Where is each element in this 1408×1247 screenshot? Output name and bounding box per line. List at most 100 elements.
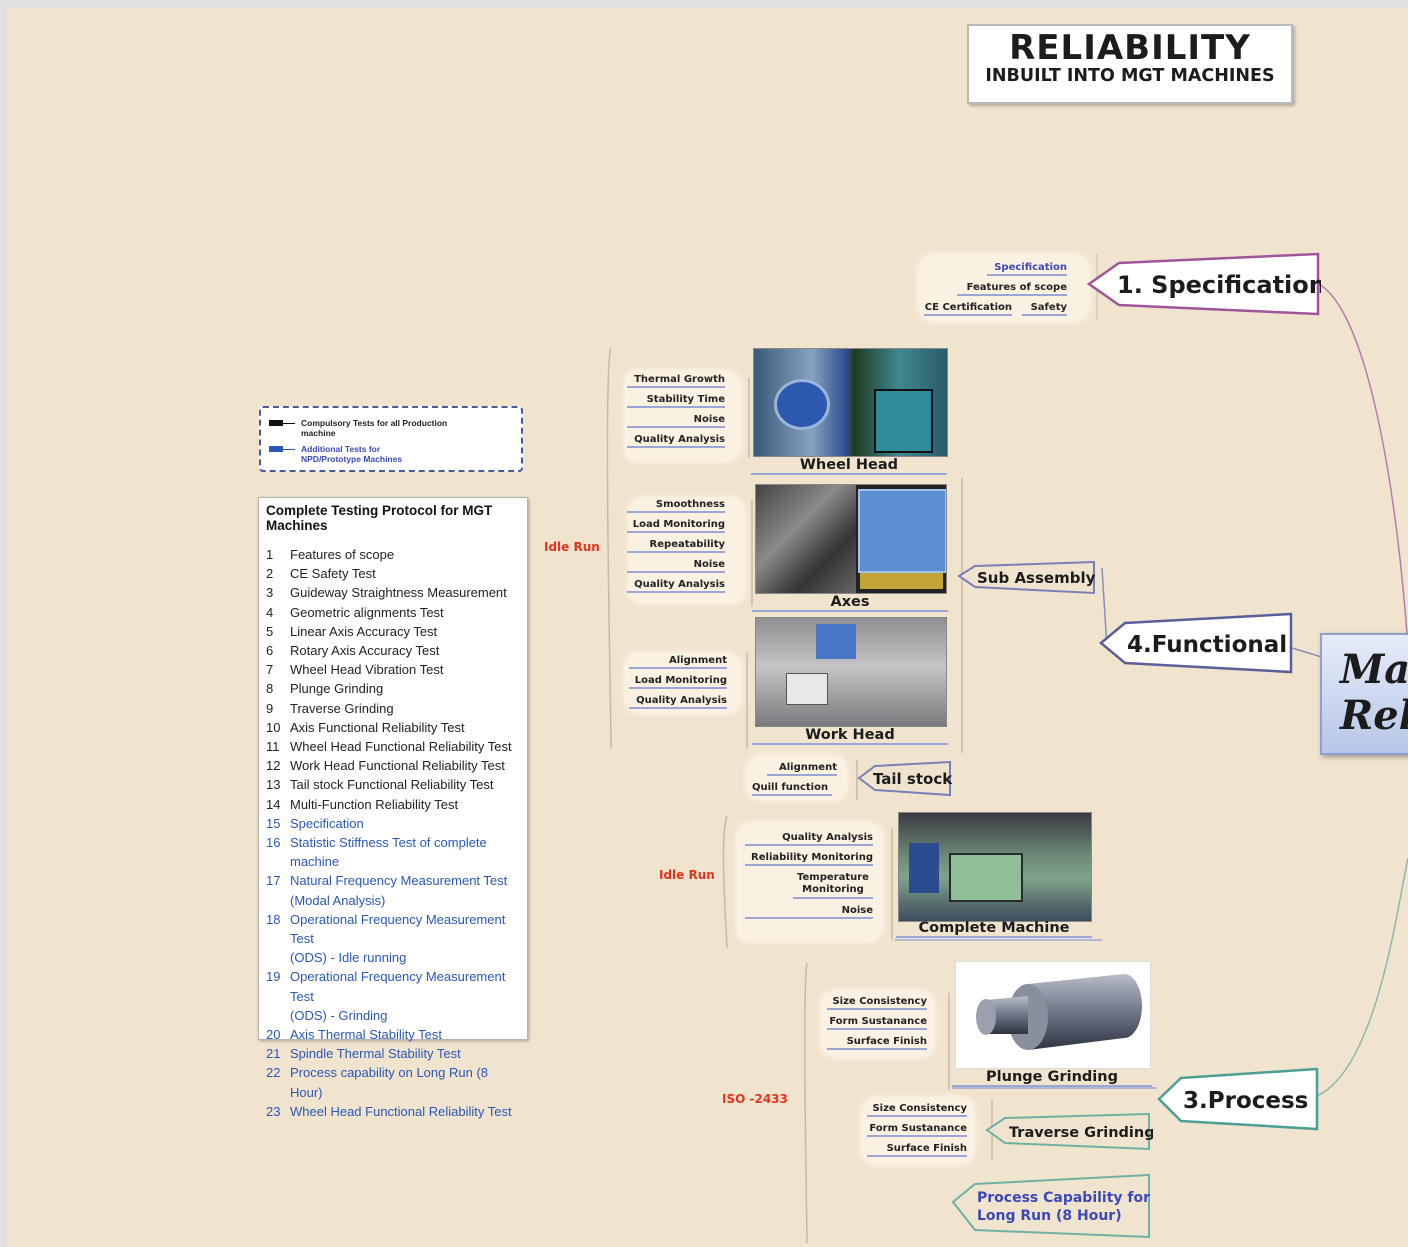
protocol-item-text: Features of scope	[290, 547, 395, 562]
protocol-item-number: 1	[266, 547, 274, 562]
center-node: Ma Rel	[1320, 633, 1408, 755]
work-head-leaf: Quality Analysis	[629, 695, 727, 709]
long-run-text-2: Long Run (8 Hour)	[977, 1208, 1122, 1224]
protocol-item-number: 8	[266, 681, 274, 697]
axes-photo	[755, 484, 947, 594]
protocol-item: 8 Plunge Grinding	[266, 679, 524, 698]
plunge-leaf: Form Sustanance	[827, 1016, 927, 1030]
leaf-quill-function: Quill function	[752, 782, 832, 796]
protocol-item: 21 Spindle Thermal Stability Test	[266, 1044, 524, 1063]
legend-compulsory: Compulsory Tests for all Production mach…	[269, 418, 481, 438]
axes-leaf: Smoothness	[627, 499, 725, 513]
protocol-item-text: Plunge Grinding	[290, 681, 384, 697]
protocol-item-text: (ODS) - Idle running	[290, 950, 407, 966]
protocol-item-text: Tail stock Functional Reliability Test	[290, 777, 494, 793]
sub-assembly-node: Sub Assembly	[957, 560, 1096, 595]
protocol-item-text: Process capability on Long Run (8 Hour)	[290, 1065, 489, 1100]
axes-leaf-cloud	[629, 498, 744, 603]
protocol-item-text: Operational Frequency Measurement Test	[290, 969, 506, 1004]
protocol-item-text: Natural Frequency Measurement Test	[290, 873, 508, 889]
wheel-head-leaf: Noise	[627, 414, 725, 428]
black-arrow-icon	[269, 419, 297, 427]
work-head-leaf-cloud	[625, 653, 740, 713]
traverse-leaf-cloud	[862, 1098, 974, 1164]
plunge-leaf-cloud	[822, 991, 934, 1057]
leaf-features-of-scope: Features of scope	[957, 282, 1067, 296]
work-head-label: Work Head	[752, 727, 948, 745]
iso-label: ISO -2433	[722, 1092, 788, 1106]
functional-node-text: 4.Functional	[1127, 632, 1287, 658]
work-head-photo	[755, 617, 947, 727]
long-run-text-1: Process Capability for	[977, 1190, 1150, 1206]
protocol-item-number: 14	[266, 796, 281, 812]
title-main: RELIABILITY	[1009, 28, 1251, 68]
protocol-item-number: 2	[266, 566, 274, 582]
protocol-item-number: 17	[266, 873, 281, 889]
protocol-item-number: 4	[266, 604, 274, 620]
leaf-specification: Specification	[987, 262, 1067, 276]
axes-leaf: Quality Analysis	[627, 579, 725, 593]
blue-arrow-icon	[269, 445, 297, 453]
wheel-head-leaf: Quality Analysis	[627, 434, 725, 448]
specification-node-text: 1. Specification	[1117, 271, 1321, 299]
protocol-item-text: Wheel Head Vibration Test	[290, 662, 444, 678]
protocol-item-text: Work Head Functional Reliability Test	[290, 758, 505, 774]
protocol-item-text: Traverse Grinding	[290, 700, 394, 716]
plunge-leaf: Size Consistency	[827, 996, 927, 1010]
protocol-item: 14 Multi-Function Reliability Test	[266, 795, 524, 814]
complete-machine-leaf: Temperature Monitoring	[793, 872, 873, 899]
protocol-item: 20 Axis Thermal Stability Test	[266, 1025, 524, 1044]
center-node-text: Ma Rel	[1340, 646, 1408, 739]
protocol-item-number: 5	[266, 623, 274, 639]
protocol-item-number: 21	[266, 1046, 281, 1062]
protocol-item-text: Geometric alignments Test	[290, 604, 444, 620]
shaft-image	[976, 974, 1142, 1050]
idle-run-label-2: Idle Run	[659, 868, 715, 882]
plunge-grinding-label: Plunge Grinding	[952, 1069, 1152, 1087]
process-node: 3.Process	[1157, 1067, 1319, 1131]
plunge-leaf: Surface Finish	[827, 1036, 927, 1050]
protocol-item-text: Guideway Straightness Measurement	[290, 585, 507, 601]
axes-label: Axes	[752, 594, 948, 612]
protocol-item: 4 Geometric alignments Test	[266, 603, 524, 622]
protocol-item-text: Wheel Head Functional Reliability Test	[290, 739, 512, 755]
protocol-item-number: 23	[266, 1103, 281, 1119]
functional-node: 4.Functional	[1099, 612, 1293, 674]
mindmap-canvas: RELIABILITY INBUILT INTO MGT MACHINES Co…	[7, 8, 1408, 1247]
testing-protocol-box: Complete Testing Protocol for MGT Machin…	[258, 497, 528, 1119]
protocol-item-number: 12	[266, 758, 281, 774]
protocol-item-number: 10	[266, 719, 281, 735]
protocol-item: (ODS) - Grinding	[266, 1006, 524, 1025]
protocol-item-number: 15	[266, 815, 281, 831]
protocol-item-text: (Modal Analysis)	[290, 892, 386, 908]
protocol-item-text: Wheel Head Functional Reliability Test	[290, 1103, 512, 1119]
protocol-item-number: 13	[266, 777, 281, 793]
protocol-item: 9 Traverse Grinding	[266, 699, 524, 718]
axes-leaf: Noise	[627, 559, 725, 573]
traverse-leaf: Form Sustanance	[867, 1123, 967, 1137]
protocol-item-text: Axis Functional Reliability Test	[290, 719, 465, 735]
protocol-item-number: 9	[266, 700, 274, 716]
leaf-tail-alignment: Alignment	[767, 762, 837, 776]
protocol-item-text: Spindle Thermal Stability Test	[290, 1046, 461, 1062]
protocol-item: (Modal Analysis)	[266, 891, 524, 910]
title-subtitle: INBUILT INTO MGT MACHINES	[985, 66, 1275, 86]
protocol-item-number: 20	[266, 1027, 281, 1043]
protocol-item-text: Statistic Stiffness Test of complete mac…	[290, 835, 487, 870]
protocol-item-text: Multi-Function Reliability Test	[290, 796, 459, 812]
protocol-heading: Complete Testing Protocol for MGT Machin…	[266, 503, 493, 533]
idle-run-label: Idle Run	[544, 540, 600, 554]
wheel-head-leaf: Thermal Growth	[627, 374, 725, 388]
axes-leaf: Repeatability	[627, 539, 725, 553]
legend-box: Compulsory Tests for all Production mach…	[259, 406, 523, 472]
protocol-item-text: Axis Thermal Stability Test	[290, 1027, 442, 1043]
